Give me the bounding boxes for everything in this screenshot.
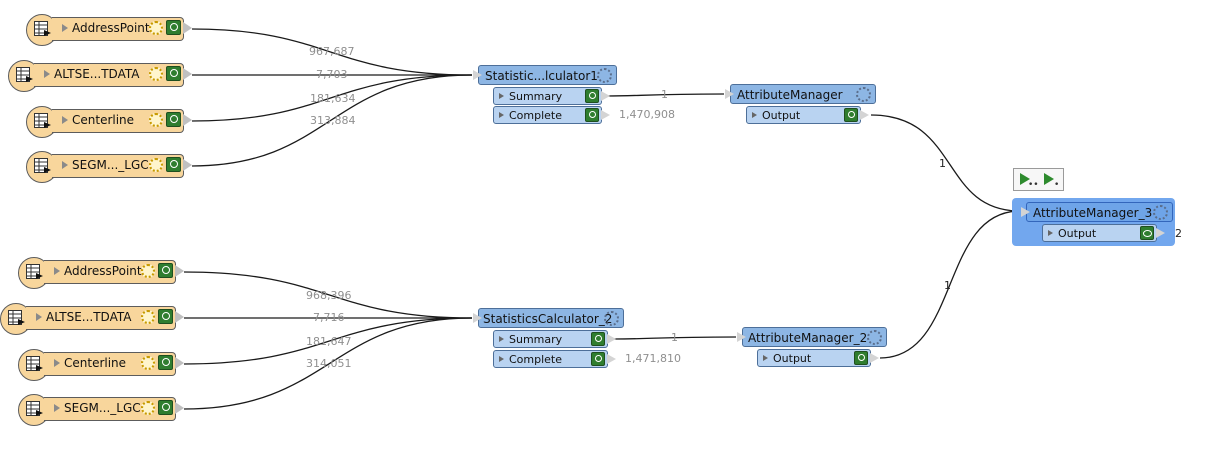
table-reader-icon	[26, 264, 43, 279]
feature-count-stats1-complete: 1,470,908	[619, 108, 675, 121]
inspect-magnifier-icon[interactable]	[158, 309, 173, 324]
transformer-name: Statistic...lculator1	[485, 69, 598, 83]
gear-icon[interactable]	[149, 113, 163, 127]
gear-icon[interactable]	[149, 67, 163, 81]
wire-stats2-summary[interactable]	[613, 336, 737, 340]
table-reader-icon	[26, 401, 43, 416]
reader-bottom-segmlgc[interactable]: SEGM..._LGC	[18, 394, 184, 426]
gear-icon[interactable]	[141, 356, 155, 370]
reader-top-centerline[interactable]: Centerline	[26, 106, 192, 138]
inspect-magnifier-icon[interactable]	[158, 263, 173, 278]
reader-name: Centerline	[72, 113, 135, 127]
feature-count-stats1-summary: 1	[661, 88, 668, 101]
transformer-statistics-calculator-1[interactable]: Statistic...lculator1	[473, 65, 617, 85]
inspect-magnifier-icon[interactable]	[166, 20, 181, 35]
reader-name: AddressPoint	[72, 21, 150, 35]
table-reader-icon	[16, 67, 33, 82]
table-reader-icon	[26, 356, 43, 371]
port-attr2-output[interactable]: Output	[757, 349, 879, 367]
feature-count-top-addresspoint: 967,687	[309, 45, 355, 58]
transformer-name: AttributeManager_3	[1033, 206, 1153, 220]
reader-name: AddressPoint	[64, 264, 142, 278]
feature-count-attr3-output: 2	[1175, 227, 1182, 240]
wire-top-centerline[interactable]	[191, 74, 473, 122]
feature-count-attr1-output: 1	[939, 157, 946, 170]
feature-count-attr2-output: 1	[944, 279, 951, 292]
port-stats1-summary[interactable]: Summary	[493, 87, 610, 105]
gear-icon[interactable]	[856, 87, 871, 102]
feature-count-bottom-segmlgc: 314,051	[306, 357, 352, 370]
transformer-name: AttributeManager	[737, 88, 843, 102]
inspect-magnifier-icon[interactable]	[585, 89, 599, 103]
reader-name: ALTSE...TDATA	[54, 67, 140, 81]
run-controls: •• •	[1013, 168, 1064, 191]
gear-icon[interactable]	[149, 158, 163, 172]
reader-name: SEGM..._LGC	[64, 401, 141, 415]
feature-count-bottom-altsetdata: 7,716	[313, 311, 345, 324]
gear-icon[interactable]	[1153, 205, 1168, 220]
inspect-magnifier-icon[interactable]	[158, 355, 173, 370]
gear-icon[interactable]	[141, 401, 155, 415]
port-stats2-summary[interactable]: Summary	[493, 330, 616, 348]
feature-count-top-segmlgc: 313,884	[310, 114, 356, 127]
run-from-this-icon[interactable]	[1044, 173, 1054, 185]
port-stats1-complete[interactable]: Complete	[493, 106, 610, 124]
feature-count-stats2-summary: 1	[671, 331, 678, 344]
transformer-attribute-manager-3[interactable]: AttributeManager_3	[1021, 202, 1173, 222]
inspect-magnifier-icon[interactable]	[591, 352, 605, 366]
run-to-this-icon[interactable]	[1020, 173, 1030, 185]
inspect-magnifier-icon[interactable]	[854, 351, 868, 365]
transformer-name: AttributeManager_2	[748, 331, 868, 345]
inspect-magnifier-icon[interactable]	[585, 108, 599, 122]
wire-top-segmlgc[interactable]	[191, 74, 473, 167]
wire-bottom-centerline[interactable]	[183, 317, 473, 365]
feature-count-bottom-centerline: 181,647	[306, 335, 352, 348]
wire-bottom-segmlgc[interactable]	[183, 317, 473, 410]
reader-name: SEGM..._LGC	[72, 158, 149, 172]
gear-icon[interactable]	[867, 330, 882, 345]
reader-top-segmlgc[interactable]: SEGM..._LGC	[26, 151, 192, 183]
wire-attr2-output[interactable]	[879, 210, 1021, 359]
port-stats2-complete[interactable]: Complete	[493, 350, 616, 368]
inspect-magnifier-icon[interactable]	[844, 108, 858, 122]
transformer-attribute-manager-1[interactable]: AttributeManager	[725, 84, 876, 104]
table-reader-icon	[34, 158, 51, 173]
transformer-name: StatisticsCalculator_2	[483, 312, 613, 326]
gear-icon[interactable]	[141, 264, 155, 278]
transformer-attribute-manager-2[interactable]: AttributeManager_2	[737, 327, 887, 347]
table-reader-icon	[8, 310, 25, 325]
gear-icon[interactable]	[604, 311, 619, 326]
reader-name: ALTSE...TDATA	[46, 310, 132, 324]
port-attr1-output[interactable]: Output	[746, 106, 869, 124]
reader-top-addresspoint[interactable]: AddressPoint	[26, 14, 192, 46]
table-reader-icon	[34, 21, 51, 36]
gear-icon[interactable]	[141, 310, 155, 324]
reader-name: Centerline	[64, 356, 127, 370]
port-attr3-output[interactable]: Output	[1042, 224, 1165, 242]
reader-bottom-centerline[interactable]: Centerline	[18, 349, 184, 381]
wire-top-addresspoint[interactable]	[191, 28, 473, 76]
table-reader-icon	[34, 113, 51, 128]
reader-bottom-altsetdata[interactable]: ALTSE...TDATA	[0, 303, 184, 335]
transformer-statistics-calculator-2[interactable]: StatisticsCalculator_2	[473, 308, 624, 328]
gear-icon[interactable]	[149, 21, 163, 35]
wire-attr1-output[interactable]	[870, 114, 1021, 212]
wire-bottom-addresspoint[interactable]	[183, 271, 473, 319]
inspect-magnifier-icon[interactable]	[166, 66, 181, 81]
feature-count-bottom-addresspoint: 968,396	[306, 289, 352, 302]
inspect-magnifier-icon[interactable]	[166, 112, 181, 127]
wire-stats1-summary[interactable]	[606, 93, 725, 97]
reader-top-altsetdata[interactable]: ALTSE...TDATA	[8, 60, 192, 92]
gear-icon[interactable]	[597, 68, 612, 83]
inspect-magnifier-icon[interactable]	[158, 400, 173, 415]
inspect-magnifier-icon[interactable]	[591, 332, 605, 346]
feature-count-top-centerline: 181,634	[310, 92, 356, 105]
reader-bottom-addresspoint[interactable]: AddressPoint	[18, 257, 184, 289]
inspect-magnifier-icon[interactable]	[166, 157, 181, 172]
eye-icon[interactable]	[1140, 226, 1154, 240]
feature-count-stats2-complete: 1,471,810	[625, 352, 681, 365]
feature-count-top-altsetdata: 7,703	[316, 68, 348, 81]
